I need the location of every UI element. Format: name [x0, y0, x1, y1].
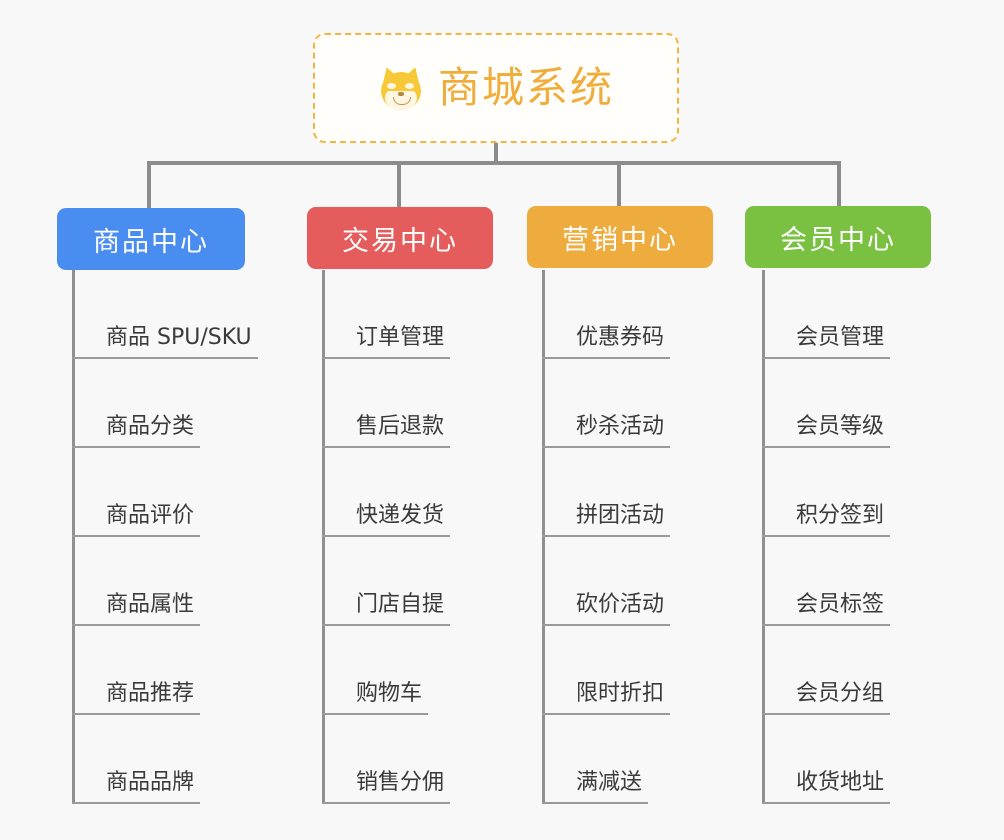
leaf-item-label: 会员等级 [762, 413, 891, 448]
leaf-item[interactable]: 商品推荐 [72, 626, 201, 715]
leaf-item-label: 满减送 [542, 769, 649, 804]
connector-drop-2 [397, 161, 401, 208]
branch-node-3[interactable]: 会员中心 [745, 206, 931, 268]
leaf-item[interactable]: 会员标签 [762, 537, 891, 626]
branch-node-1[interactable]: 交易中心 [307, 207, 493, 269]
leaf-item[interactable]: 快递发货 [322, 448, 451, 537]
branch-spine [322, 270, 325, 804]
leaf-item-label: 销售分佣 [322, 769, 451, 804]
leaf-item[interactable]: 订单管理 [322, 270, 451, 359]
connector-drop-1 [147, 161, 151, 208]
leaf-item[interactable]: 拼团活动 [542, 448, 671, 537]
connector-drop-3 [617, 161, 621, 208]
leaf-item-label: 商品评价 [72, 502, 201, 537]
branch-node-label: 交易中心 [342, 225, 458, 257]
branch-spine [762, 270, 765, 804]
leaf-item-label: 商品品牌 [72, 769, 201, 804]
leaf-item-label: 拼团活动 [542, 502, 671, 537]
branch-node-label: 会员中心 [780, 224, 896, 256]
leaf-item-label: 砍价活动 [542, 591, 671, 626]
leaf-item[interactable]: 砍价活动 [542, 537, 671, 626]
leaf-item-label: 售后退款 [322, 413, 451, 448]
branch-node-0[interactable]: 商品中心 [57, 208, 245, 270]
root-node-label: 商城系统 [437, 63, 614, 112]
leaf-item[interactable]: 商品品牌 [72, 715, 201, 804]
leaf-item-label: 商品分类 [72, 413, 201, 448]
leaf-item-label: 会员标签 [762, 591, 891, 626]
leaf-item-label: 积分签到 [762, 502, 891, 537]
leaf-item[interactable]: 商品 SPU/SKU [72, 270, 258, 359]
branch-spine [72, 270, 75, 804]
connector-root-stem [494, 143, 498, 165]
leaf-item[interactable]: 门店自提 [322, 537, 451, 626]
leaf-item-label: 收货地址 [762, 769, 891, 804]
leaf-item-label: 商品推荐 [72, 680, 201, 715]
leaf-item[interactable]: 秒杀活动 [542, 359, 671, 448]
leaf-item[interactable]: 售后退款 [322, 359, 451, 448]
leaf-item-label: 快递发货 [322, 502, 451, 537]
leaf-item[interactable]: 会员分组 [762, 626, 891, 715]
leaf-item[interactable]: 购物车 [322, 626, 429, 715]
leaf-item[interactable]: 限时折扣 [542, 626, 671, 715]
leaf-item-label: 限时折扣 [542, 680, 671, 715]
leaf-item[interactable]: 销售分佣 [322, 715, 451, 804]
leaf-item-label: 优惠券码 [542, 324, 671, 359]
leaf-item-label: 订单管理 [322, 324, 451, 359]
leaf-item[interactable]: 商品分类 [72, 359, 201, 448]
leaf-item[interactable]: 商品属性 [72, 537, 201, 626]
leaf-item[interactable]: 满减送 [542, 715, 649, 804]
leaf-item[interactable]: 积分签到 [762, 448, 891, 537]
connector-bus [149, 161, 841, 165]
leaf-item[interactable]: 商品评价 [72, 448, 201, 537]
leaf-item-label: 购物车 [322, 680, 429, 715]
shiba-dog-icon [378, 64, 424, 112]
branch-node-2[interactable]: 营销中心 [527, 206, 713, 268]
connector-drop-4 [837, 161, 841, 208]
branch-node-label: 营销中心 [562, 224, 678, 256]
leaf-item[interactable]: 优惠券码 [542, 270, 671, 359]
branch-node-label: 商品中心 [93, 226, 209, 258]
leaf-item-label: 秒杀活动 [542, 413, 671, 448]
leaf-item[interactable]: 会员管理 [762, 270, 891, 359]
root-node[interactable]: 商城系统 [313, 33, 679, 143]
leaf-item[interactable]: 会员等级 [762, 359, 891, 448]
leaf-item-label: 商品 SPU/SKU [72, 324, 258, 359]
branch-spine [542, 270, 545, 804]
leaf-item-label: 会员分组 [762, 680, 891, 715]
leaf-item-label: 商品属性 [72, 591, 201, 626]
leaf-item[interactable]: 收货地址 [762, 715, 891, 804]
leaf-item-label: 会员管理 [762, 324, 891, 359]
leaf-item-label: 门店自提 [322, 591, 451, 626]
